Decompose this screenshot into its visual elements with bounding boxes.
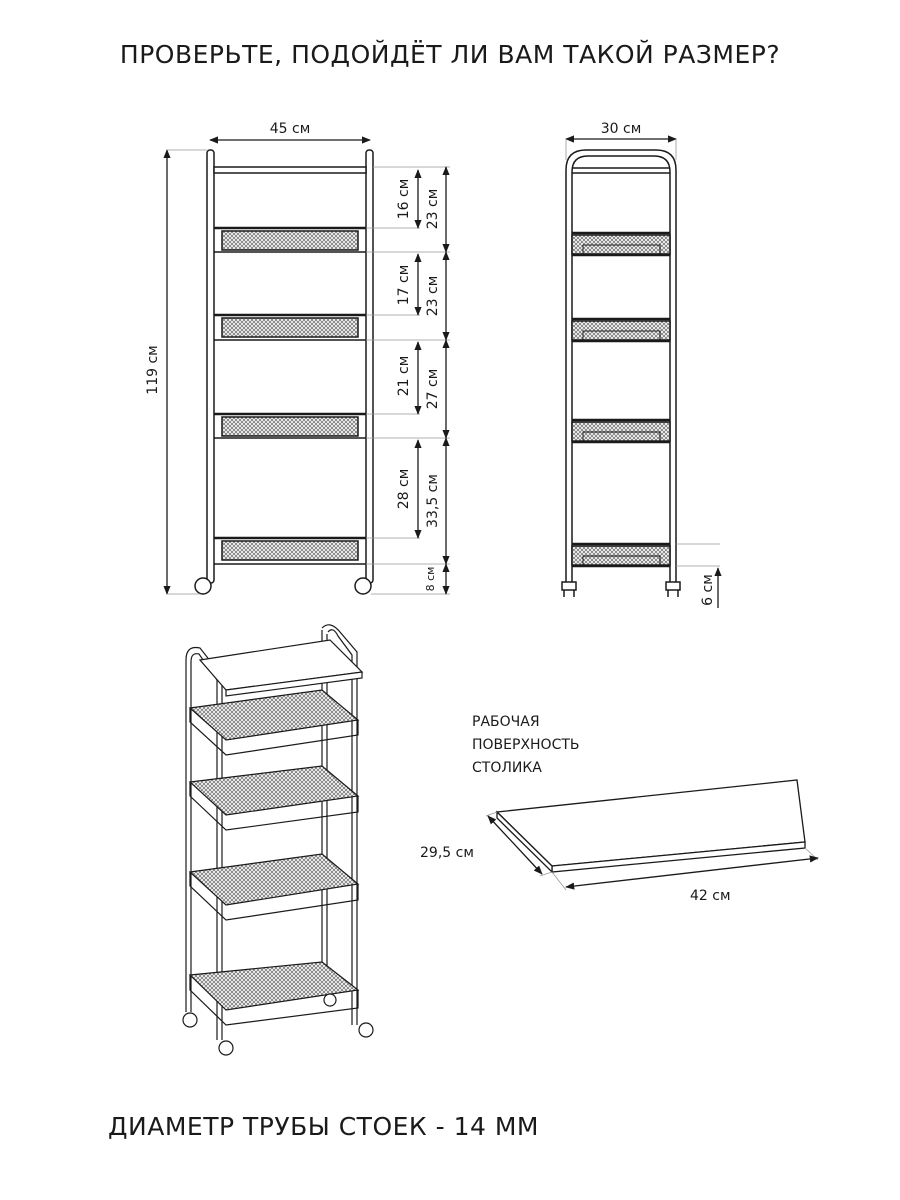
tabletop-caption-line-2: ПОВЕРХНОСТЬ	[472, 737, 580, 753]
wheel	[182, 1012, 198, 1028]
tabletop-width-label: 42 см	[690, 888, 731, 904]
wheel	[358, 1022, 374, 1038]
foot	[665, 581, 681, 591]
outer-height-3: 27 см	[425, 369, 441, 410]
page-title: ПРОВЕРЬТЕ, ПОДОЙДЁТ ЛИ ВАМ ТАКОЙ РАЗМЕР?	[119, 40, 781, 69]
wheel	[218, 1040, 234, 1056]
tabletop-caption-line-1: РАБОЧАЯ	[472, 714, 540, 730]
perspective-illustration	[182, 624, 374, 1056]
basket-3	[214, 412, 366, 439]
basket-4	[214, 536, 366, 565]
inner-height-4: 28 см	[396, 469, 412, 510]
tabletop-depth-label: 29,5 см	[420, 845, 474, 861]
wheel	[323, 993, 337, 1007]
wheel-height-label: 8 см	[424, 567, 437, 592]
side-view	[561, 149, 681, 597]
tabletop-caption-line-3: СТОЛИКА	[472, 760, 542, 776]
tabletop-drawing	[495, 779, 806, 874]
inner-height-3: 21 см	[396, 356, 412, 397]
wheel	[354, 577, 372, 595]
front-view	[194, 149, 374, 595]
front-width-label: 45 см	[270, 121, 311, 137]
outer-height-1: 23 см	[425, 189, 441, 230]
basket-1	[214, 226, 366, 253]
total-height-label: 119 см	[145, 345, 161, 394]
foot	[561, 581, 577, 591]
foot-height-label: 6 см	[700, 574, 716, 606]
inner-height-1: 16 см	[396, 179, 412, 220]
side-depth-label: 30 см	[601, 121, 642, 137]
inner-height-2: 17 см	[396, 265, 412, 306]
basket-2	[214, 313, 366, 341]
outer-height-4: 33,5 см	[425, 474, 441, 528]
outer-height-2: 23 см	[425, 276, 441, 317]
wheel	[194, 577, 212, 595]
tube-diameter-note: ДИАМЕТР ТРУБЫ СТОЕК - 14 ММ	[108, 1112, 539, 1141]
